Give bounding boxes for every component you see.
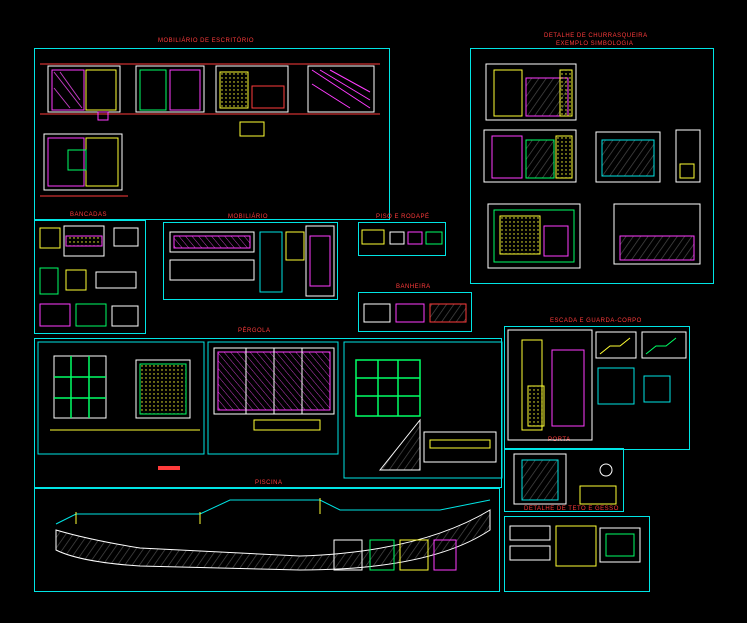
title-detalhe-teto: DETALHE DE TETO E GESSO [524,506,619,512]
frame-escada [504,326,690,450]
frame-detalhe-teto [504,516,650,592]
title-churrasqueira-sub: EXEMPLO SIMBOLOGIA [556,41,634,47]
drawing-piso [361,229,443,245]
frame-mobiliario [163,222,338,300]
title-banheira: BANHEIRA [396,284,431,290]
drawing-churrasqueira [483,63,701,269]
frame-piso-rodape [358,222,446,256]
title-pergola: PÉRGOLA [238,328,271,334]
title-bancadas: BANCADAS [70,212,108,218]
title-churrasqueira: DETALHE DE CHURRASQUEIRA [544,33,648,39]
title-piscina: PISCINA [255,480,283,486]
drawing-pergola [37,341,503,479]
drawing-mobiliario [169,225,335,297]
title-mobiliario: MOBILIÁRIO [228,214,269,220]
frame-piscina [34,488,500,592]
drawing-banheira [363,303,467,323]
title-piso-rodape: PISO E RODAPÉ [376,214,430,220]
title-escada: ESCADA E GUARDA-CORPO [550,318,642,324]
title-mobiliario-escritorio: MOBILIÁRIO DE ESCRITÓRIO [158,38,255,44]
drawing-bancadas [39,225,139,327]
frame-porta [504,448,624,512]
drawing-escada [507,329,687,441]
drawing-porta [513,453,617,505]
frame-bancadas [34,220,146,334]
frame-mobiliario-escritorio [34,48,390,220]
frame-banheira [358,292,472,332]
elevations-office [40,63,380,197]
drawing-piscina [55,498,491,571]
frame-churrasqueira [470,48,714,284]
drawing-teto [509,525,641,567]
